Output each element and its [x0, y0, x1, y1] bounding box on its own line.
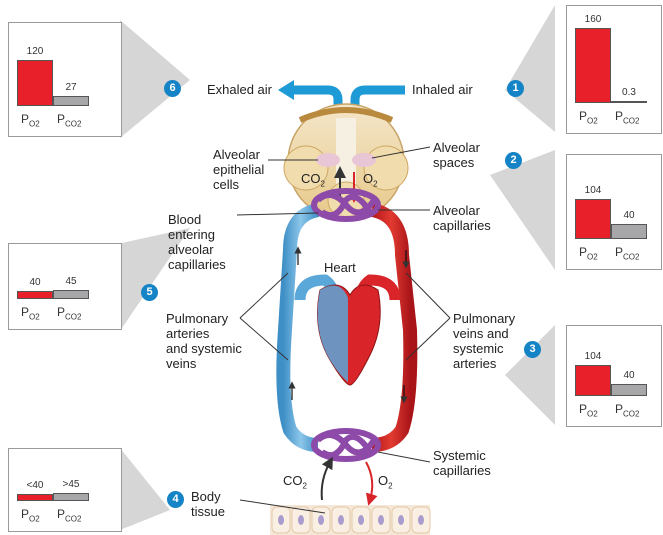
step-5-badge: 5: [141, 284, 158, 301]
pco2-bar: [53, 96, 89, 106]
pco2-value-label: 27: [51, 82, 91, 93]
po2-bar: [575, 365, 611, 396]
step-3-badge: 3: [524, 341, 541, 358]
step-6-badge: 6: [164, 80, 181, 97]
pco2-bar: [611, 224, 647, 240]
pco2-axis-label: PCO2: [57, 507, 81, 523]
pco2-bar: [611, 101, 647, 103]
po2-value-label: <40: [15, 480, 55, 491]
po2-axis-label: PO2: [579, 245, 598, 261]
po2-value-label: 40: [15, 277, 55, 288]
pco2-axis-label: PCO2: [57, 112, 81, 128]
po2-bar: [17, 291, 53, 299]
circulation: [283, 210, 410, 445]
po2-value-label: 104: [573, 351, 613, 362]
step-1-badge: 1: [507, 80, 524, 97]
body-tissue-label: Body tissue: [191, 489, 225, 519]
pco2-axis-label: PCO2: [615, 402, 639, 418]
blood-entering-label: Blood entering alveolar capillaries: [168, 212, 226, 272]
pco2-axis-label: PCO2: [615, 245, 639, 261]
po2-bar: [575, 28, 611, 103]
po2-bar: [17, 60, 53, 106]
pco2-bar: [53, 493, 89, 501]
alveolus-co2-label: CO2: [301, 171, 325, 189]
po2-axis-label: PO2: [21, 507, 40, 523]
heart-label: Heart: [324, 260, 356, 275]
pco2-bar: [611, 384, 647, 396]
po2-axis-label: PO2: [579, 402, 598, 418]
systemic-capillaries-label: Systemic capillaries: [433, 448, 491, 478]
pco2-value-label: 40: [609, 210, 649, 221]
po2-value-label: 120: [15, 46, 55, 57]
po2-bar: [575, 199, 611, 239]
exhaled-air-label: Exhaled air: [190, 82, 272, 97]
pco2-value-label: 0.3: [609, 87, 649, 98]
pco2-value-label: 45: [51, 276, 91, 287]
po2-value-label: 104: [573, 185, 613, 196]
step-4-badge: 4: [167, 491, 184, 508]
pco2-axis-label: PCO2: [615, 109, 639, 125]
po2-axis-label: PO2: [579, 109, 598, 125]
pco2-bar: [53, 290, 89, 299]
alveolar-spaces-label: Alveolar spaces: [433, 140, 480, 170]
pco2-value-label: 40: [609, 370, 649, 381]
pulmonary-veins-label: Pulmonary veins and systemic arteries: [453, 311, 515, 371]
pco2-axis-label: PCO2: [57, 305, 81, 321]
tissue-co2-label: CO2: [283, 473, 307, 491]
alveolus-o2-label: O2: [363, 171, 378, 189]
inhaled-air-label: Inhaled air: [412, 82, 473, 97]
po2-axis-label: PO2: [21, 112, 40, 128]
po2-axis-label: PO2: [21, 305, 40, 321]
po2-bar: [17, 494, 53, 502]
tissue-o2-label: O2: [378, 473, 393, 491]
po2-value-label: 160: [573, 14, 613, 25]
step-2-badge: 2: [505, 152, 522, 169]
alveolar-epithelial-cells-label: Alveolar epithelial cells: [213, 147, 264, 192]
alveolar-capillaries-label: Alveolar capillaries: [433, 203, 491, 233]
systemic-capillary-bed: [314, 431, 378, 459]
pco2-value-label: >45: [51, 479, 91, 490]
pulmonary-arteries-label: Pulmonary arteries and systemic veins: [166, 311, 242, 371]
